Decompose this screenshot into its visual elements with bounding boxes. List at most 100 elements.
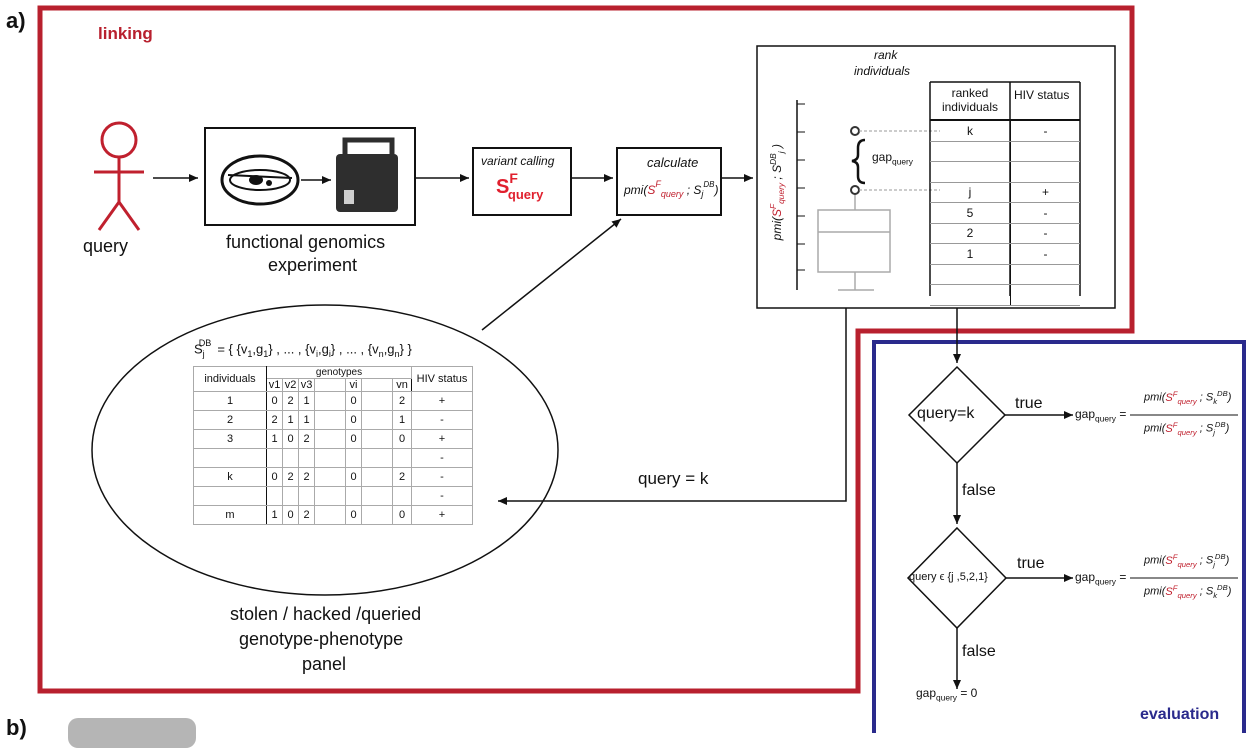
linking-frame <box>37 5 1135 694</box>
rank-row <box>930 161 1080 183</box>
rank-id <box>930 141 1011 162</box>
decision-2-label: query ϵ {j ,5,2,1} <box>909 571 988 583</box>
genotype-cell: 1 <box>266 505 283 525</box>
fraction-2-num: pmi(SFquery ; SjDB) <box>1144 552 1230 569</box>
rank-row: 2- <box>930 223 1080 244</box>
genotype-cell <box>361 467 393 487</box>
genotype-cell <box>345 448 362 468</box>
rank-row: j+ <box>930 182 1080 203</box>
hiv-status: + <box>411 429 473 449</box>
rank-row: 1- <box>930 243 1080 265</box>
gap-zero: gapquery = 0 <box>916 686 978 703</box>
decision-1-label: query=k <box>917 405 975 422</box>
rank-status: - <box>1010 243 1080 265</box>
variant-header <box>314 378 346 392</box>
panel-ellipse <box>91 304 559 596</box>
genotype-cell: 0 <box>345 429 362 449</box>
fraction-1-den: pmi(SFquery ; SjDB) <box>1144 420 1230 437</box>
genotype-cell <box>361 410 393 430</box>
genotype-cell: 1 <box>298 391 315 411</box>
variant-header: v2 <box>282 378 299 392</box>
variant-header: v3 <box>298 378 315 392</box>
genotype-cell <box>361 429 393 449</box>
variant-calling-symbol: SFquery <box>496 170 544 202</box>
arrow-panel-calculate <box>481 218 622 331</box>
hiv-status: + <box>411 505 473 525</box>
rank-status <box>1010 141 1080 162</box>
rank-header-individuals: ranked individuals <box>941 86 999 114</box>
rank-row <box>930 141 1080 162</box>
gap-eq-2: gapquery = <box>1075 570 1127 587</box>
gap-brace <box>851 138 866 185</box>
genotype-cell <box>392 448 412 468</box>
genotype-cell <box>361 448 393 468</box>
db-set-formula: SjDB= { {v1,g1} , ... , {vi,gi} , ... , … <box>194 338 412 359</box>
rank-table: k-j+5-2-1- <box>930 121 1080 306</box>
arrow-rank-panel <box>498 308 847 505</box>
variant-header <box>361 378 393 392</box>
rank-title-2: individuals <box>854 64 911 78</box>
hiv-status: - <box>411 467 473 487</box>
genotype-cell <box>266 486 283 506</box>
panel-caption-3: panel <box>302 654 347 674</box>
col-header-genotypes: genotypes <box>266 366 412 379</box>
genotype-cell: 1 <box>282 410 299 430</box>
fraction-1-num: pmi(SFquery ; SkDB) <box>1144 389 1232 406</box>
individual-id: k <box>193 467 267 487</box>
evaluation-title: evaluation <box>1140 706 1220 723</box>
genotype-cell: 0 <box>392 429 412 449</box>
hiv-status: + <box>411 391 473 411</box>
rank-y-axis: pmi(SFquery ; SDBj ) <box>767 144 787 241</box>
rank-status <box>1010 284 1080 306</box>
genotype-cell <box>314 505 346 525</box>
genotype-cell: 2 <box>298 467 315 487</box>
individual-id: 3 <box>193 429 267 449</box>
genotype-cell <box>345 486 362 506</box>
rank-id: 1 <box>930 243 1011 265</box>
rank-row <box>930 264 1080 285</box>
query-label: query <box>83 236 129 256</box>
genotype-cell <box>361 486 393 506</box>
fraction-2-den: pmi(SFquery ; SkDB) <box>1144 583 1232 600</box>
table-row: - <box>193 448 473 468</box>
genotype-cell <box>314 429 346 449</box>
rank-id: k <box>930 121 1011 142</box>
genotype-cell <box>266 448 283 468</box>
genotype-cell <box>392 486 412 506</box>
genotype-cell: 2 <box>298 429 315 449</box>
rank-id <box>930 264 1011 285</box>
rank-status <box>1010 161 1080 183</box>
individual-id <box>193 448 267 468</box>
genotype-cell: 0 <box>345 505 362 525</box>
genotype-cell: 0 <box>345 410 362 430</box>
genotype-cell <box>314 391 346 411</box>
gap-query-label: gapquery <box>872 150 913 167</box>
genotype-cell: 0 <box>282 505 299 525</box>
rank-row: k- <box>930 121 1080 142</box>
calculate-formula: pmi(SFquery ; SjDB) <box>624 179 719 199</box>
genotype-cell: 2 <box>298 505 315 525</box>
variant-header: vn <box>392 378 412 392</box>
genotype-cell <box>282 486 299 506</box>
rank-row: 5- <box>930 202 1080 224</box>
false-label-1: false <box>962 482 996 499</box>
table-row: - <box>193 486 473 506</box>
sequencer-icon <box>336 137 398 212</box>
false-label-2: false <box>962 643 996 660</box>
hiv-status: - <box>411 448 473 468</box>
hiv-status: - <box>411 486 473 506</box>
genotype-cell: 2 <box>392 467 412 487</box>
rank-status: - <box>1010 202 1080 224</box>
rank-status <box>1010 264 1080 285</box>
rank-status: - <box>1010 121 1080 142</box>
genotype-cell <box>282 448 299 468</box>
genotype-cell: 0 <box>266 391 283 411</box>
genotype-cell: 1 <box>266 429 283 449</box>
individual-id: 1 <box>193 391 267 411</box>
true-label-1: true <box>1015 395 1043 412</box>
genotype-cell <box>361 391 393 411</box>
